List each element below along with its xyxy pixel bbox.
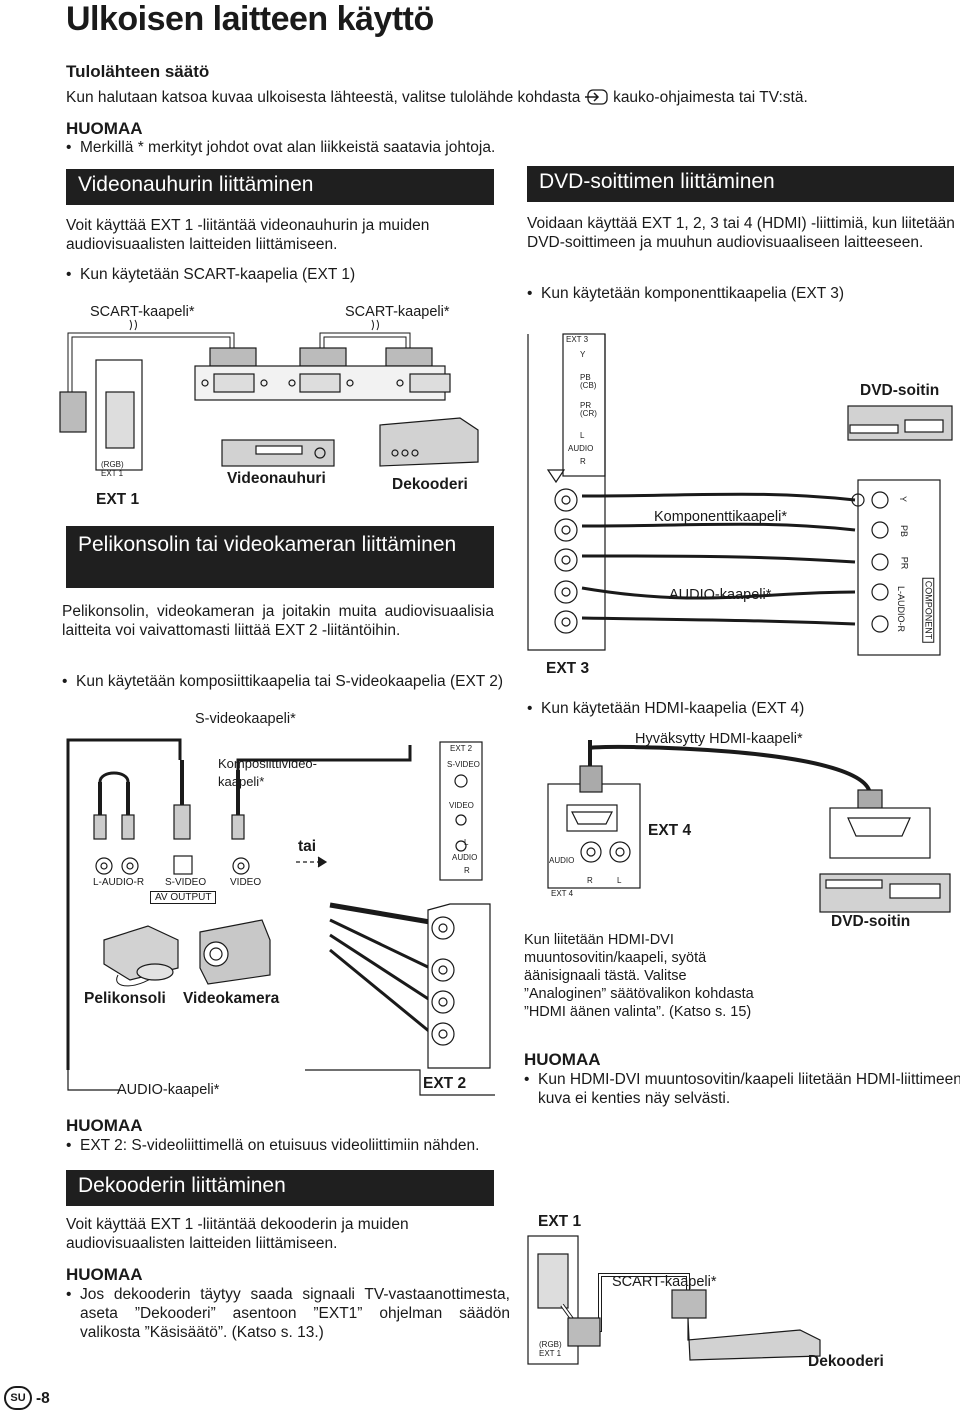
out-pr-label: PR	[899, 556, 910, 570]
ext3-panel-pb: PB	[580, 373, 591, 382]
vcr-intro: Voit käyttää EXT 1 -liitäntää videonauhu…	[66, 217, 430, 253]
console-device-label: Pelikonsoli	[84, 990, 166, 1007]
dvd-bullet: Kun käytetään komponenttikaapelia (EXT 3…	[527, 284, 844, 303]
decoder-intro: Voit käyttää EXT 1 -liitäntää dekooderin…	[66, 1216, 409, 1252]
ext1-port-name: EXT 1	[101, 469, 124, 478]
vcr-banner: Videonauhurin liittäminen	[66, 169, 494, 205]
ext1-port-caption: (RGB)	[101, 460, 124, 469]
ext2-panel-svideo: S-VIDEO	[447, 760, 480, 769]
decoder-port-name: EXT 1	[539, 1349, 562, 1358]
page-code-badge: SU	[4, 1386, 32, 1410]
ext3-panel-r: R	[580, 457, 586, 466]
dvd-banner: DVD-soittimen liittäminen	[527, 166, 954, 202]
ext2-panel-video: VIDEO	[449, 801, 474, 810]
vcr-device-label: Videonauhuri	[227, 470, 326, 487]
ext3-panel-l: L	[580, 431, 585, 440]
console-banner: Pelikonsolin tai videokameran liittämine…	[66, 526, 494, 588]
input-source-note-heading: HUOMAA	[66, 119, 143, 138]
ext3-panel-y: Y	[580, 350, 586, 359]
decoder-device-label: Dekooderi	[392, 476, 468, 493]
scart-cable-right-label: SCART-kaapeli*	[345, 304, 450, 320]
hdmi-bullet: Kun käytetään HDMI-kaapelia (EXT 4)	[527, 699, 804, 718]
ext2-panel-l: L	[464, 838, 469, 847]
ext3-label: EXT 3	[546, 660, 590, 677]
console-bullet: Kun käytetään komposiittikaapelia tai S-…	[62, 672, 508, 691]
hdmi-dvi-text: Kun liitetään HDMI-DVI muuntosovitin/kaa…	[524, 932, 754, 1020]
decoder-note: Jos dekooderin täytyy saada signaali TV-…	[66, 1285, 510, 1342]
ext1-label: EXT 1	[96, 491, 140, 508]
page-number: -8	[36, 1390, 50, 1407]
composite-cable-label-line1: Komposiittivideo-	[218, 756, 317, 771]
scart-diagram	[59, 332, 479, 471]
decoder-bottom-device-label: Dekooderi	[808, 1353, 884, 1370]
component-diagram	[527, 333, 953, 656]
ext3-panel-pr-sub: (CR)	[580, 409, 597, 418]
hdmi-dvd-device-label: DVD-soitin	[831, 913, 911, 930]
console-intro: Pelikonsolin, videokameran ja joitakin m…	[62, 603, 494, 639]
ext4-panel-name: EXT 4	[551, 889, 574, 898]
hdmi-diagram	[547, 740, 951, 913]
out-component-label: COMPONENT	[922, 577, 935, 643]
composite-cable-label-line2: kaapeli*	[218, 774, 265, 789]
hdmi-cable-label: Hyväksytty HDMI-kaapeli*	[635, 731, 803, 747]
decoder-banner: Dekooderin liittäminen	[66, 1170, 494, 1206]
input-source-note: Merkillä * merkityt johdot ovat alan lii…	[66, 138, 495, 157]
page-title: Ulkoisen laitteen käyttö	[66, 0, 434, 38]
out-pb-label: PB	[899, 524, 910, 538]
dvd-intro: Voidaan käyttää EXT 1, 2, 3 tai 4 (HDMI)…	[527, 215, 955, 251]
console-note: EXT 2: S-videoliittimellä on etuisuus vi…	[66, 1136, 479, 1155]
jack-svideo-label: S-VIDEO	[165, 877, 207, 888]
decoder-port-caption: (RGB)	[539, 1340, 562, 1349]
ext3-panel-title: EXT 3	[566, 335, 589, 344]
ext3-panel-pr: PR	[580, 401, 592, 410]
decoder-cable-label: SCART-kaapeli*	[612, 1274, 717, 1290]
ext2-label: EXT 2	[423, 1075, 467, 1092]
out-audio-label: L-AUDIO-R	[896, 585, 907, 633]
camera-device-label: Videokamera	[183, 990, 280, 1007]
av-output-label: AV OUTPUT	[150, 891, 217, 904]
svideo-cable-label: S-videokaapeli*	[195, 711, 296, 727]
ext4-panel-audio: AUDIO	[549, 856, 575, 865]
jack-audio-label: L-AUDIO-R	[93, 877, 145, 888]
hdmi-note: Kun HDMI-DVI muuntosovitin/kaapeli liite…	[524, 1070, 960, 1108]
dvd-device-label: DVD-soitin	[860, 382, 940, 399]
console-diagram	[66, 738, 495, 1096]
or-label: tai	[298, 838, 317, 855]
input-source-text-before: Kun halutaan katsoa kuvaa ulkoisesta läh…	[66, 89, 581, 106]
composite-cable-label: Komposiittivideo- kaapeli*	[218, 755, 317, 791]
out-y-label: Y	[898, 495, 909, 503]
ext4-panel-r: R	[587, 876, 593, 885]
audio-cable-label: AUDIO-kaapeli*	[669, 587, 772, 603]
vcr-bullet: Kun käytetään SCART-kaapelia (EXT 1)	[66, 265, 355, 284]
decoder-ext1-label: EXT 1	[538, 1213, 582, 1230]
ext3-panel-pb-sub: (CB)	[580, 381, 597, 390]
hdmi-note-heading: HUOMAA	[524, 1050, 601, 1069]
ext4-label: EXT 4	[648, 822, 692, 839]
ext2-panel-r: R	[464, 866, 470, 875]
component-cable-label: Komponenttikaapeli*	[654, 509, 788, 525]
decoder-note-heading: HUOMAA	[66, 1265, 143, 1284]
ext2-panel-title: EXT 2	[450, 744, 473, 753]
input-source-text-after: kauko-ohjaimesta tai TV:stä.	[613, 89, 808, 106]
scart-cable-left-label: SCART-kaapeli*	[90, 304, 195, 320]
input-source-heading: Tulolähteen säätö	[66, 62, 210, 81]
console-note-heading: HUOMAA	[66, 1116, 143, 1135]
ext3-panel-audio: AUDIO	[568, 444, 594, 453]
input-source-text: Kun halutaan katsoa kuvaa ulkoisesta läh…	[66, 88, 808, 107]
ext4-panel-l: L	[617, 876, 622, 885]
console-audio-cable-label: AUDIO-kaapeli*	[117, 1082, 220, 1098]
jack-video-label: VIDEO	[230, 877, 262, 888]
ext2-panel-audio: AUDIO	[452, 853, 478, 862]
input-source-icon	[584, 89, 609, 105]
decoder-diagram	[527, 1235, 821, 1365]
